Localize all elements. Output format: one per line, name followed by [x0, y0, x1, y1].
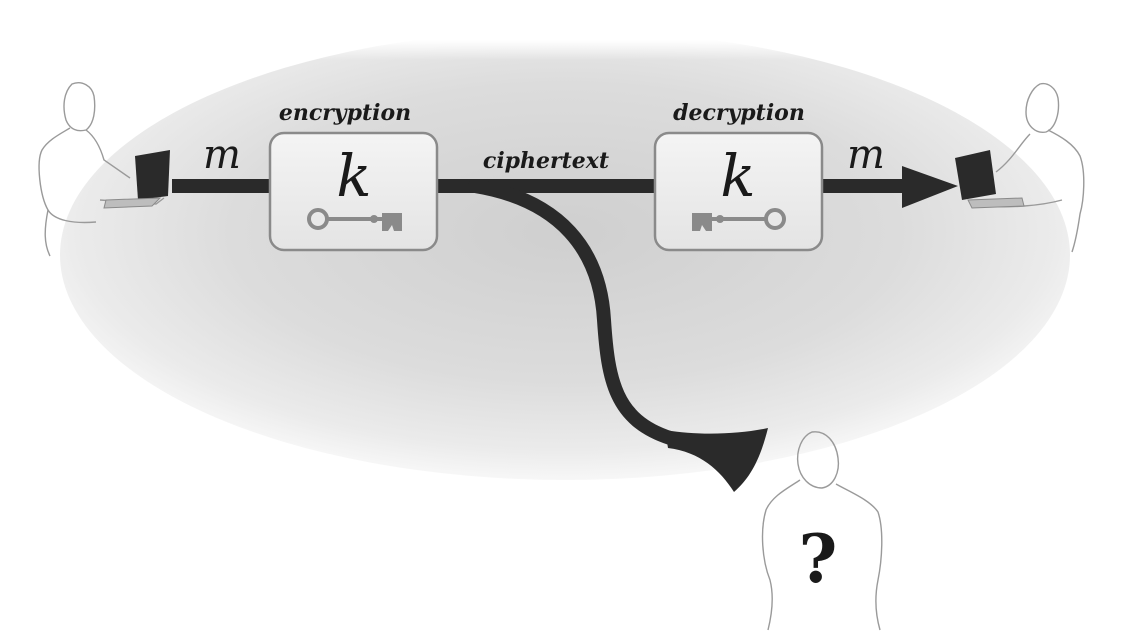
eavesdropper-person-icon [761, 431, 883, 631]
receiver-message-label: m [847, 132, 885, 178]
eavesdrop-branch [468, 179, 768, 492]
decryption-box [653, 131, 824, 252]
decryption-title: decryption [673, 100, 805, 126]
ciphertext-label: ciphertext [483, 148, 609, 174]
sender-person-icon [38, 82, 165, 257]
sender-message-label: m [203, 132, 241, 178]
laptop-icon [955, 150, 1025, 209]
arrow-head-icon [902, 166, 958, 208]
laptop-icon [103, 150, 170, 209]
encryption-key-symbol: k [336, 142, 371, 210]
eavesdropper-question-mark: ? [799, 520, 838, 598]
encryption-title: encryption [279, 100, 411, 126]
key-icon [692, 208, 786, 231]
key-icon [307, 208, 402, 231]
encryption-box [268, 131, 439, 252]
decryption-key-symbol: k [720, 142, 755, 210]
secure-channel-halo [0, 30, 1126, 480]
